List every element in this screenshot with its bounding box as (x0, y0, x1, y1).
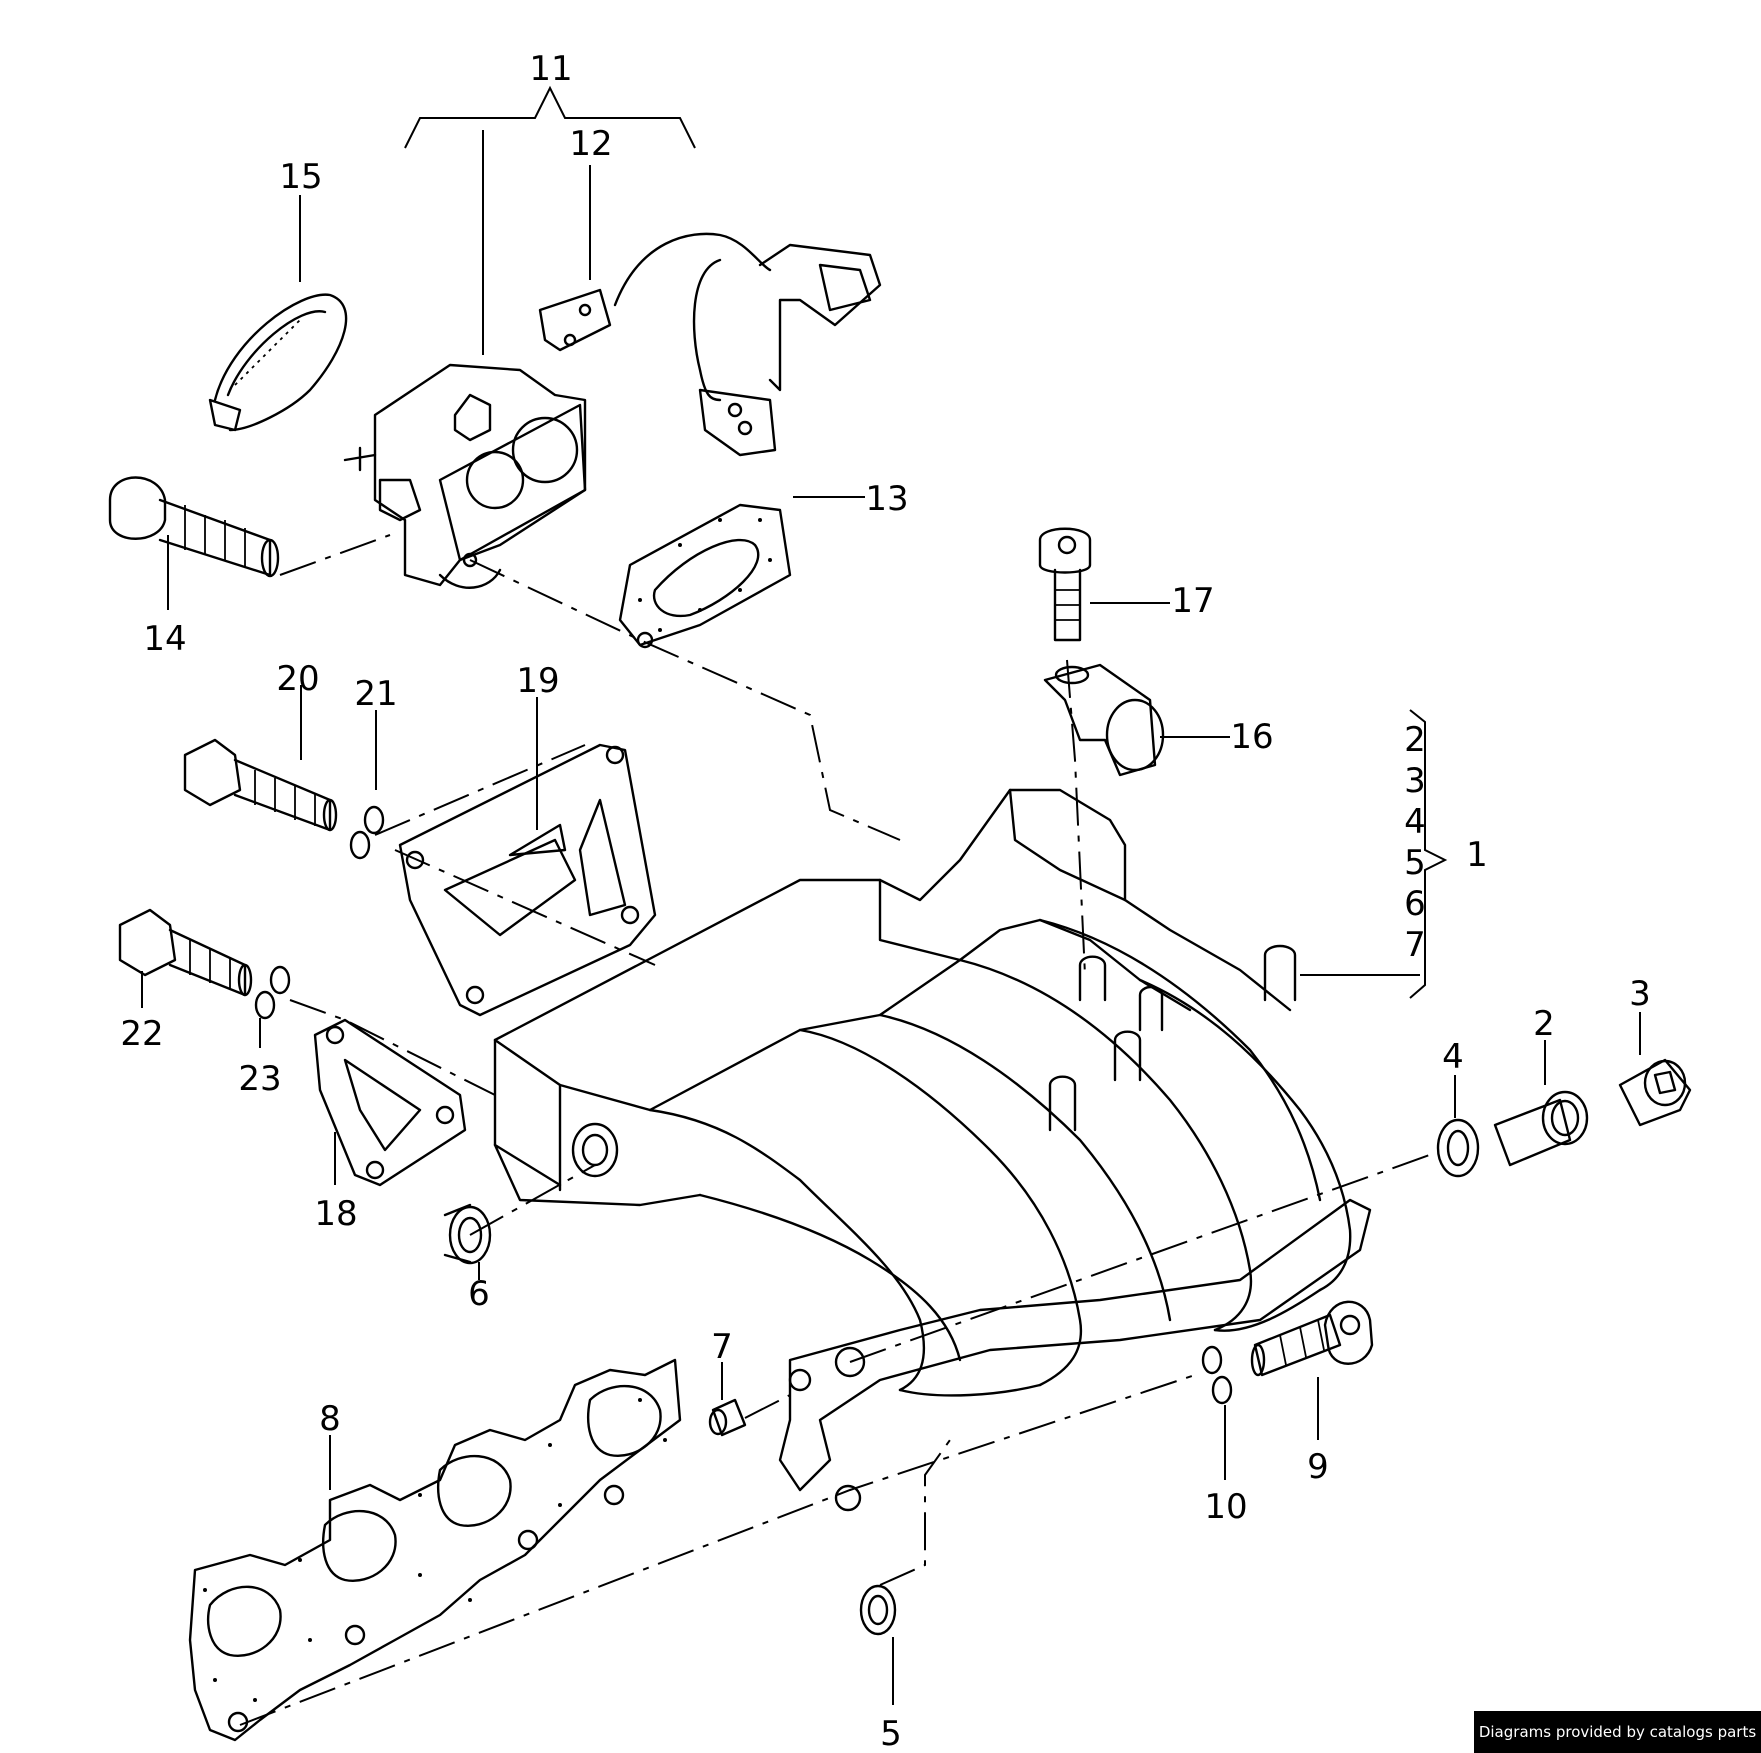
callout-4: 4 (1442, 1037, 1464, 1077)
callout-10: 10 (1204, 1487, 1247, 1527)
bracket-18 (313, 1018, 467, 1187)
callout-9: 9 (1307, 1447, 1329, 1487)
bracket-16 (1043, 663, 1165, 777)
bolt-20 (183, 738, 338, 832)
source-credit-badge: Diagrams provided by catalogs parts (1474, 1711, 1761, 1753)
group-1-member: 4 (1404, 802, 1426, 842)
plug-6 (443, 1203, 492, 1265)
plug-5 (859, 1584, 897, 1636)
gasket-13 (618, 503, 792, 649)
throttle-body (343, 363, 587, 589)
group-1-member: 6 (1404, 884, 1426, 924)
callout-18: 18 (314, 1194, 357, 1234)
callout-22: 22 (120, 1014, 163, 1054)
washer-10 (1201, 1345, 1233, 1405)
callout-12: 12 (569, 124, 612, 164)
callout-6: 6 (468, 1274, 490, 1314)
callout-23: 23 (238, 1059, 281, 1099)
callout-3: 3 (1629, 974, 1651, 1014)
leader-lines (141, 85, 1641, 1705)
bolt-22 (118, 908, 253, 997)
bolt-14 (108, 476, 280, 578)
intake-manifold (493, 788, 1372, 1512)
callout-13: 13 (865, 479, 908, 519)
sleeve-7 (708, 1398, 747, 1437)
bracket-19 (398, 743, 657, 1017)
group-1-member: 2 (1404, 720, 1426, 760)
group-1-member: 5 (1404, 843, 1426, 883)
group-1-member: 7 (1404, 925, 1426, 965)
hose-clamp (208, 293, 348, 432)
callout-8: 8 (319, 1399, 341, 1439)
callout-15: 15 (279, 157, 322, 197)
group-1-member: 3 (1404, 761, 1426, 801)
callout-11: 11 (529, 49, 572, 89)
callout-5: 5 (880, 1714, 902, 1753)
throttle-sensor-wiring (538, 232, 882, 457)
callout-1: 1 (1466, 835, 1488, 875)
callout-17: 17 (1171, 581, 1214, 621)
washer-21 (349, 805, 385, 860)
screw-3 (1618, 1058, 1692, 1127)
callout-19: 19 (516, 661, 559, 701)
callout-7: 7 (711, 1327, 733, 1367)
callout-20: 20 (276, 659, 319, 699)
bolt-17 (1038, 527, 1092, 642)
gasket-8 (188, 1358, 682, 1742)
callout-labels: 11 12 15 13 14 17 16 20 21 19 22 23 18 6… (120, 49, 1650, 1753)
plug-2 (1493, 1090, 1589, 1167)
callout-21: 21 (354, 674, 397, 714)
callout-14: 14 (143, 619, 186, 659)
assembly-lines (239, 534, 1439, 1726)
group-1-member-list: 2 3 4 5 6 7 (1404, 720, 1426, 965)
seal-4 (1436, 1118, 1480, 1178)
washer-23 (254, 965, 291, 1020)
bolt-9 (1250, 1300, 1374, 1377)
callout-2: 2 (1533, 1004, 1555, 1044)
callout-16: 16 (1230, 717, 1273, 757)
